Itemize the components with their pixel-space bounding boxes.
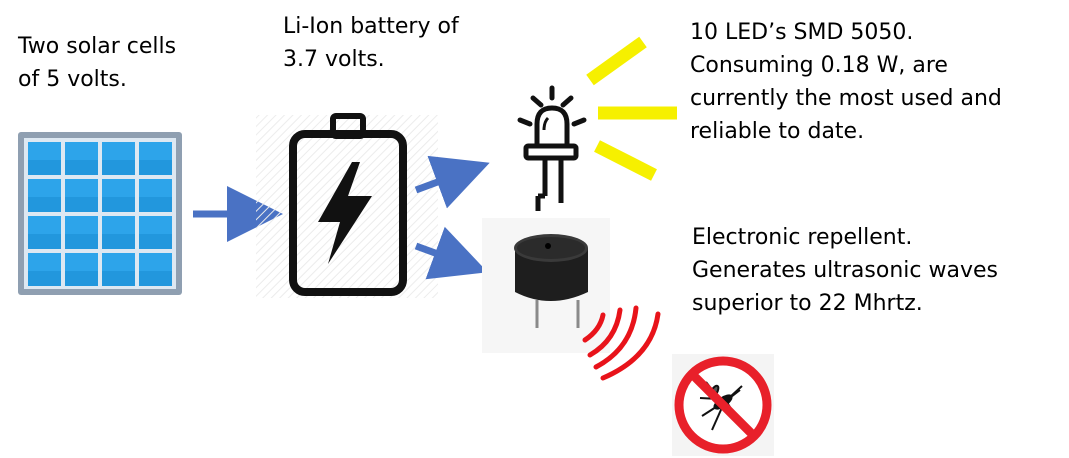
led-bulb-icon — [517, 85, 587, 211]
battery-label: Li-Ion battery of 3.7 volts. — [283, 10, 459, 76]
buzzer-icon — [482, 218, 610, 353]
no-mosquito-icon — [672, 354, 774, 456]
repellent-label: Electronic repellent. Generates ultrason… — [692, 221, 998, 320]
battery-label-line-1: Li-Ion battery of — [283, 14, 459, 39]
solar-panel-icon — [18, 132, 182, 295]
repellent-label-line-1: Electronic repellent. — [692, 225, 913, 250]
repellent-label-line-3: superior to 22 Mhrtz. — [692, 291, 923, 316]
battery-label-line-2: 3.7 volts. — [283, 47, 385, 72]
arrow-battery-to-buzzer — [414, 226, 488, 280]
led-label-line-3: currently the most used and — [690, 86, 1002, 111]
repellent-label-line-2: Generates ultrasonic waves — [692, 258, 998, 283]
led-label-line-2: Consuming 0.18 W, are — [690, 53, 948, 78]
led-label-line-4: reliable to date. — [690, 119, 865, 144]
sound-waves-icon — [582, 305, 661, 381]
led-label-line-1: 10 LED’s SMD 5050. — [690, 20, 914, 45]
solar-label-line-1: Two solar cells — [18, 34, 177, 59]
led-glow-rays — [586, 36, 677, 181]
battery-charging-icon — [256, 113, 438, 298]
solar-label-line-2: of 5 volts. — [18, 67, 127, 92]
solar-cells-label: Two solar cells of 5 volts. — [18, 30, 176, 96]
led-label: 10 LED’s SMD 5050. Consuming 0.18 W, are… — [690, 16, 1002, 148]
arrow-battery-to-led — [414, 155, 490, 209]
